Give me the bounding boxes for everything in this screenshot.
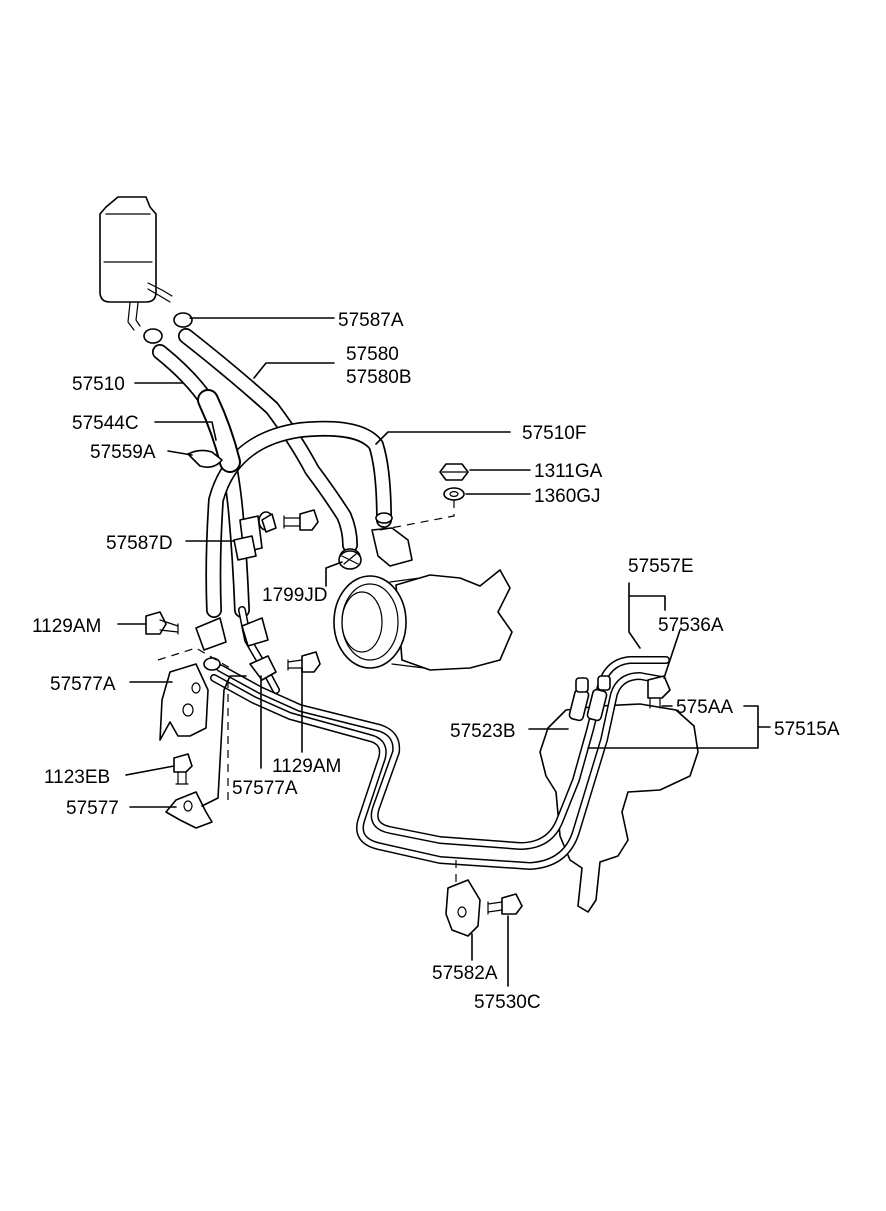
- label-57580: 57580: [346, 344, 399, 365]
- pipe-icon: [371, 512, 413, 567]
- label-1799JD: 1799JD: [262, 585, 328, 606]
- label-57557E: 57557E: [628, 556, 694, 577]
- label-1123EB: 1123EB: [44, 767, 110, 788]
- label-1129AM-left: 1129AM: [32, 616, 101, 637]
- label-57559A: 57559A: [90, 442, 156, 463]
- leader-lines: [117, 317, 771, 987]
- reservoir-icon: [99, 196, 173, 331]
- label-57510: 57510: [72, 374, 125, 395]
- pump-icon: [333, 569, 513, 671]
- bracket-icon: [159, 535, 481, 937]
- hose-clamp-icon: [203, 513, 277, 671]
- label-57582A: 57582A: [432, 963, 498, 984]
- label-57587A: 57587A: [338, 310, 404, 331]
- nut-icon: [439, 463, 469, 481]
- label-57577A-left: 57577A: [50, 674, 116, 695]
- label-57577: 57577: [66, 798, 119, 819]
- label-57515A: 57515A: [774, 719, 840, 740]
- label-57544C: 57544C: [72, 413, 139, 434]
- label-57530C: 57530C: [474, 992, 541, 1013]
- label-57536A: 57536A: [658, 615, 724, 636]
- label-57510F: 57510F: [522, 423, 586, 444]
- washer-icon: [443, 487, 465, 501]
- label-57580B: 57580B: [346, 367, 412, 388]
- label-57587D: 57587D: [106, 533, 173, 554]
- label-57523B: 57523B: [450, 721, 516, 742]
- label-1360GJ: 1360GJ: [534, 486, 601, 507]
- label-1311GA: 1311GA: [534, 461, 603, 482]
- hose-icon: [152, 328, 392, 618]
- pipe-icon: [210, 606, 670, 870]
- label-57577A-mid: 57577A: [232, 778, 298, 799]
- assembly-lines: [157, 500, 457, 888]
- callout-labels: 57587A 57580 57580B 57510 57544C 57559A …: [32, 310, 840, 1013]
- label-575AA: 575AA: [676, 697, 733, 718]
- label-1129AM-mid: 1129AM: [272, 756, 341, 777]
